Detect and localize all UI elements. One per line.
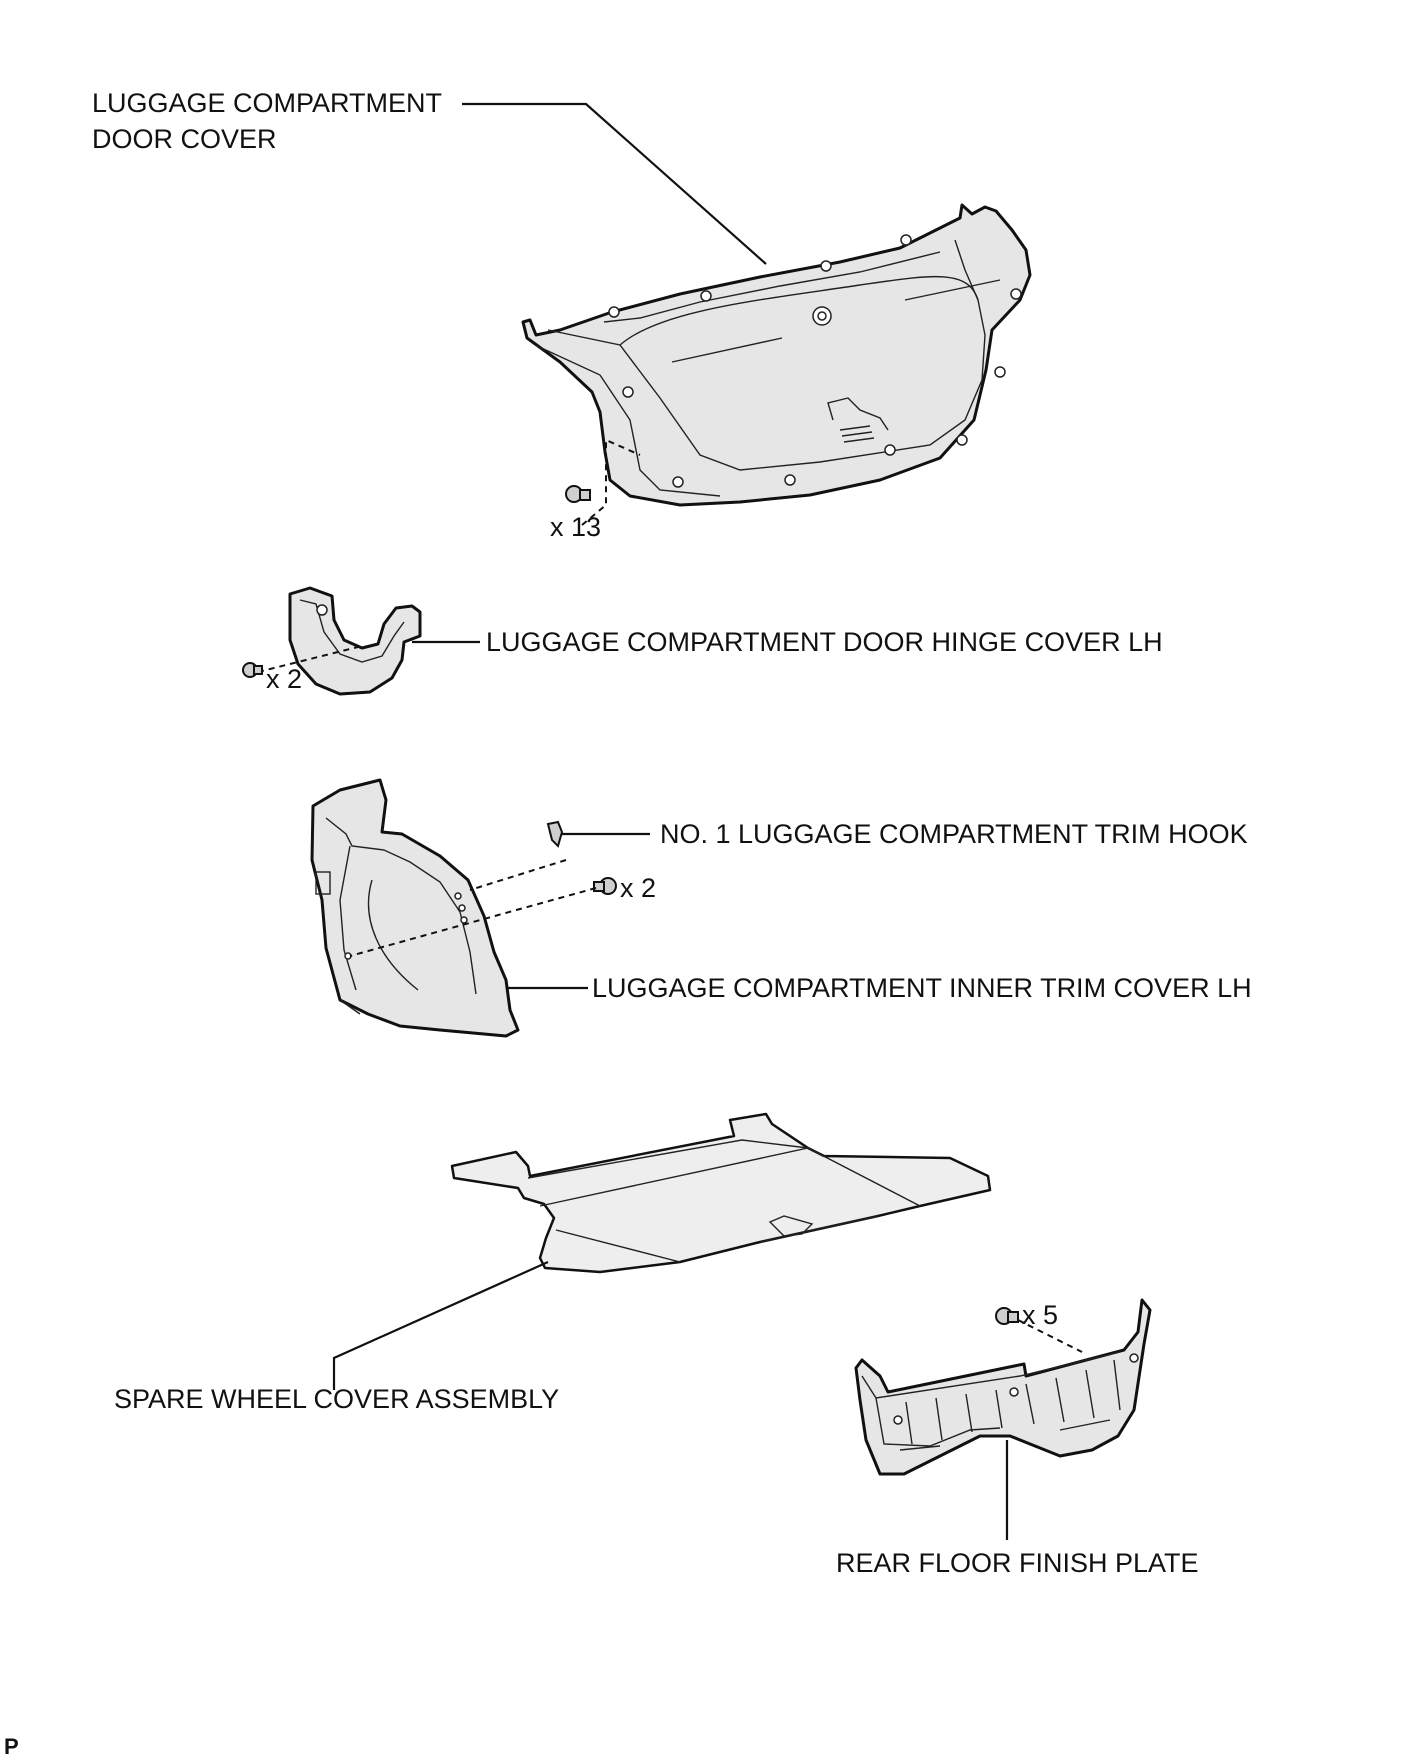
hinge-cover-illustration bbox=[288, 586, 422, 696]
clip-icon bbox=[242, 662, 263, 678]
clip-icon bbox=[995, 1307, 1019, 1325]
clip-icon bbox=[565, 485, 591, 503]
spare-wheel-cover-label: SPARE WHEEL COVER ASSEMBLY bbox=[114, 1384, 559, 1414]
clip-icon bbox=[593, 877, 617, 895]
hinge-cover-clip-path bbox=[257, 645, 363, 673]
hinge-cover-label: LUGGAGE COMPARTMENT DOOR HINGE COVER LH bbox=[486, 627, 1163, 657]
door-cover-illustration bbox=[521, 203, 1032, 526]
door-cover-label-line2: DOOR COVER bbox=[92, 124, 277, 154]
door-cover-label-line1: LUGGAGE COMPARTMENT bbox=[92, 88, 442, 118]
hinge-cover-quantity: x 2 bbox=[266, 664, 302, 694]
inner-trim-clip-path bbox=[349, 887, 597, 957]
spare-wheel-cover-leader bbox=[332, 1260, 549, 1390]
floor-plate-clip-path bbox=[1017, 1319, 1083, 1353]
inner-trim-quantity: x 2 bbox=[620, 873, 656, 903]
door-cover-quantity: x 13 bbox=[550, 512, 601, 542]
rear-floor-plate-label: REAR FLOOR FINISH PLATE bbox=[836, 1548, 1199, 1578]
inner-trim-cover-illustration bbox=[310, 778, 520, 1038]
rear-floor-plate-illustration bbox=[854, 1298, 1152, 1476]
floor-plate-quantity: x 5 bbox=[1022, 1300, 1058, 1330]
door-cover-leader bbox=[462, 102, 767, 265]
trim-hook-label: NO. 1 LUGGAGE COMPARTMENT TRIM HOOK bbox=[660, 819, 1248, 849]
spare-wheel-cover-illustration bbox=[450, 1112, 992, 1274]
trim-hook-icon bbox=[546, 820, 564, 848]
inner-trim-label: LUGGAGE COMPARTMENT INNER TRIM COVER LH bbox=[592, 973, 1252, 1003]
trim-hook-clip-path bbox=[469, 859, 567, 891]
corner-mark: P bbox=[4, 1734, 19, 1759]
